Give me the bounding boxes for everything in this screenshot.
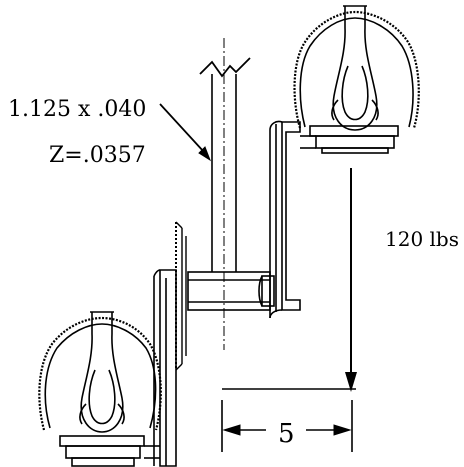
load-arrow bbox=[345, 168, 357, 392]
bottom-bracket bbox=[187, 271, 275, 311]
lower-pedal bbox=[59, 435, 160, 467]
leader-line bbox=[159, 103, 212, 162]
upper-pedal bbox=[300, 125, 399, 154]
tube-size-label: 1.125 x .040 bbox=[8, 97, 146, 122]
upper-shoe bbox=[293, 5, 420, 131]
chainring bbox=[175, 221, 187, 371]
left-crank bbox=[153, 269, 177, 467]
dimension-line bbox=[221, 388, 356, 452]
lower-shoe bbox=[38, 311, 162, 433]
section-modulus-label: Z=.0357 bbox=[49, 143, 146, 168]
arm-length-label: 5 bbox=[278, 419, 295, 449]
tube bbox=[199, 38, 251, 350]
load-label: 120 lbs bbox=[385, 227, 459, 251]
